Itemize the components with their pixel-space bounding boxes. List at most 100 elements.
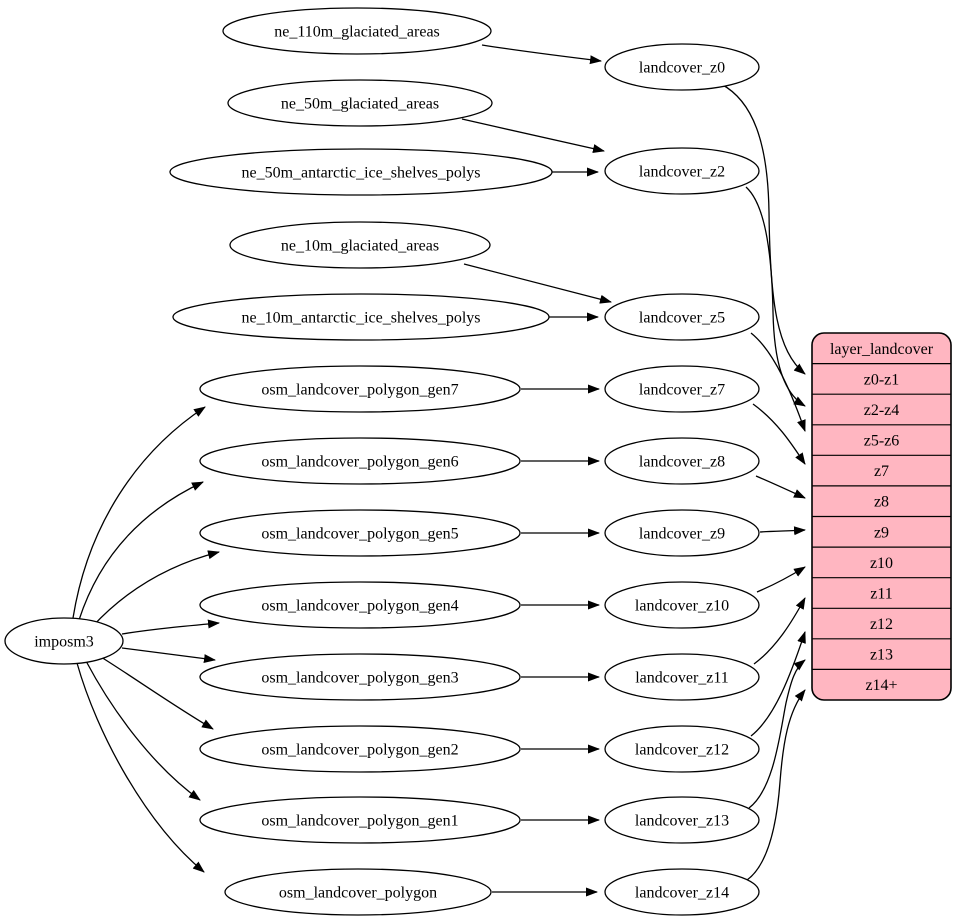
node-shape	[199, 581, 521, 629]
node-shape	[199, 653, 521, 701]
record-title: layer_landcover	[830, 341, 934, 358]
edge-landcover-z8-to-row-z8	[755, 475, 806, 499]
node-osm-landcover-polygon-gen4: osm_landcover_polygon_gen4	[199, 581, 521, 629]
node-label: landcover_z11	[635, 670, 729, 687]
node-ne-10m-glaciated-areas: ne_10m_glaciated_areas	[229, 221, 491, 269]
edge-landcover-z0-to-row-z0-z1	[720, 83, 806, 375]
node-label: landcover_z0	[639, 60, 725, 77]
node-shape	[4, 617, 124, 665]
node-ne-50m-antarctic-ice-shelves-polys: ne_50m_antarctic_ice_shelves_polys	[169, 148, 553, 196]
node-shape	[199, 796, 521, 844]
edge-imposm3-to-osm-landcover-polygon-gen2	[100, 656, 214, 730]
edge-imposm3-to-osm-landcover-polygon	[76, 662, 205, 873]
node-shape	[604, 293, 760, 341]
node-shape	[199, 437, 521, 485]
node-shape	[224, 868, 492, 916]
node-shape	[169, 148, 553, 196]
node-label: osm_landcover_polygon_gen6	[261, 454, 458, 471]
edge-landcover-z13-to-row-z13	[748, 659, 806, 809]
node-label: landcover_z10	[635, 598, 729, 615]
edge-landcover-z7-to-row-z7	[752, 403, 806, 465]
node-landcover-z0: landcover_z0	[604, 43, 760, 91]
node-landcover-z8: landcover_z8	[604, 437, 760, 485]
node-label: osm_landcover_polygon_gen4	[261, 598, 458, 615]
node-landcover-z2: landcover_z2	[604, 147, 760, 195]
node-shape	[172, 293, 550, 341]
node-label: landcover_z13	[635, 813, 729, 830]
edge-ne-50m-glaciated-areas-to-landcover-z2	[461, 118, 605, 153]
node-label: landcover_z7	[639, 382, 725, 399]
node-imposm3: imposm3	[4, 617, 124, 665]
record-layer-landcover: layer_landcover z0-z1 z2-z4 z5-z6 z7 z8 …	[811, 332, 952, 701]
node-osm-landcover-polygon-gen7: osm_landcover_polygon_gen7	[199, 365, 521, 413]
node-landcover-z12: landcover_z12	[604, 725, 760, 773]
node-shape	[222, 7, 492, 55]
node-ne-110m-glaciated-areas: ne_110m_glaciated_areas	[222, 7, 492, 55]
edge-landcover-z9-to-row-z9	[759, 526, 806, 536]
node-landcover-z13: landcover_z13	[604, 796, 760, 844]
node-osm-landcover-polygon-gen3: osm_landcover_polygon_gen3	[199, 653, 521, 701]
record-row-z5-z6: z5-z6	[864, 433, 900, 450]
edge-landcover-z5-to-row-z5-z6	[750, 332, 806, 432]
node-label: osm_landcover_polygon_gen2	[261, 742, 458, 759]
node-ne-50m-glaciated-areas: ne_50m_glaciated_areas	[227, 79, 493, 127]
edge-landcover-z12-to-row-z12	[750, 631, 806, 737]
edge-landcover-z11-to-row-z11	[753, 597, 806, 665]
node-osm-landcover-polygon-gen5: osm_landcover_polygon_gen5	[199, 509, 521, 557]
node-shape	[604, 365, 760, 413]
node-landcover-z10: landcover_z10	[604, 581, 760, 629]
node-label: landcover_z2	[639, 164, 725, 181]
node-label: landcover_z9	[639, 526, 725, 543]
node-landcover-z5: landcover_z5	[604, 293, 760, 341]
node-shape	[199, 725, 521, 773]
node-landcover-z14: landcover_z14	[604, 868, 760, 916]
node-label: ne_10m_antarctic_ice_shelves_polys	[241, 310, 480, 327]
node-landcover-z11: landcover_z11	[604, 653, 760, 701]
edge-imposm3-to-osm-landcover-polygon-gen6	[78, 481, 204, 621]
record-row-z9: z9	[874, 524, 889, 541]
edge-imposm3-to-osm-landcover-polygon-gen3	[121, 647, 216, 664]
node-shape	[604, 147, 760, 195]
node-shape	[604, 581, 760, 629]
record-row-z14plus: z14+	[865, 677, 897, 694]
record-row-z13: z13	[870, 647, 893, 664]
node-landcover-z9: landcover_z9	[604, 509, 760, 557]
edge-imposm3-to-osm-landcover-polygon-gen1	[85, 660, 201, 801]
node-shape	[604, 437, 760, 485]
node-shape	[199, 365, 521, 413]
node-osm-landcover-polygon-gen6: osm_landcover_polygon_gen6	[199, 437, 521, 485]
node-shape	[604, 725, 760, 773]
edge-layer	[72, 44, 806, 897]
node-shape	[604, 868, 760, 916]
record-row-z12: z12	[870, 616, 893, 633]
node-label: landcover_z12	[635, 742, 729, 759]
edge-landcover-z10-to-row-z10	[756, 566, 806, 593]
node-shape	[227, 79, 493, 127]
node-label: imposm3	[34, 634, 94, 651]
node-shape	[604, 796, 760, 844]
node-shape	[604, 653, 760, 701]
node-ne-10m-antarctic-ice-shelves-polys: ne_10m_antarctic_ice_shelves_polys	[172, 293, 550, 341]
node-label: osm_landcover_polygon_gen1	[261, 813, 458, 830]
node-label: osm_landcover_polygon_gen5	[261, 526, 458, 543]
node-shape	[604, 509, 760, 557]
node-label: landcover_z14	[635, 885, 729, 902]
node-label: ne_50m_glaciated_areas	[281, 96, 439, 113]
record-row-z2-z4: z2-z4	[864, 402, 900, 419]
node-label: osm_landcover_polygon	[279, 885, 437, 902]
node-shape	[199, 509, 521, 557]
edge-imposm3-to-osm-landcover-polygon-gen7	[72, 406, 206, 619]
node-osm-landcover-polygon: osm_landcover_polygon	[224, 868, 492, 916]
edge-imposm3-to-osm-landcover-polygon-gen5	[91, 550, 220, 628]
record-row-z8: z8	[874, 494, 889, 511]
node-shape	[604, 43, 760, 91]
node-label: ne_50m_antarctic_ice_shelves_polys	[241, 165, 480, 182]
edge-ne-110m-glaciated-areas-to-landcover-z0	[481, 44, 602, 65]
edge-ne-10m-glaciated-areas-to-landcover-z5	[463, 263, 612, 304]
node-label: osm_landcover_polygon_gen7	[261, 382, 458, 399]
node-label: ne_110m_glaciated_areas	[274, 24, 440, 41]
record-row-z10: z10	[870, 555, 893, 572]
node-landcover-z7: landcover_z7	[604, 365, 760, 413]
